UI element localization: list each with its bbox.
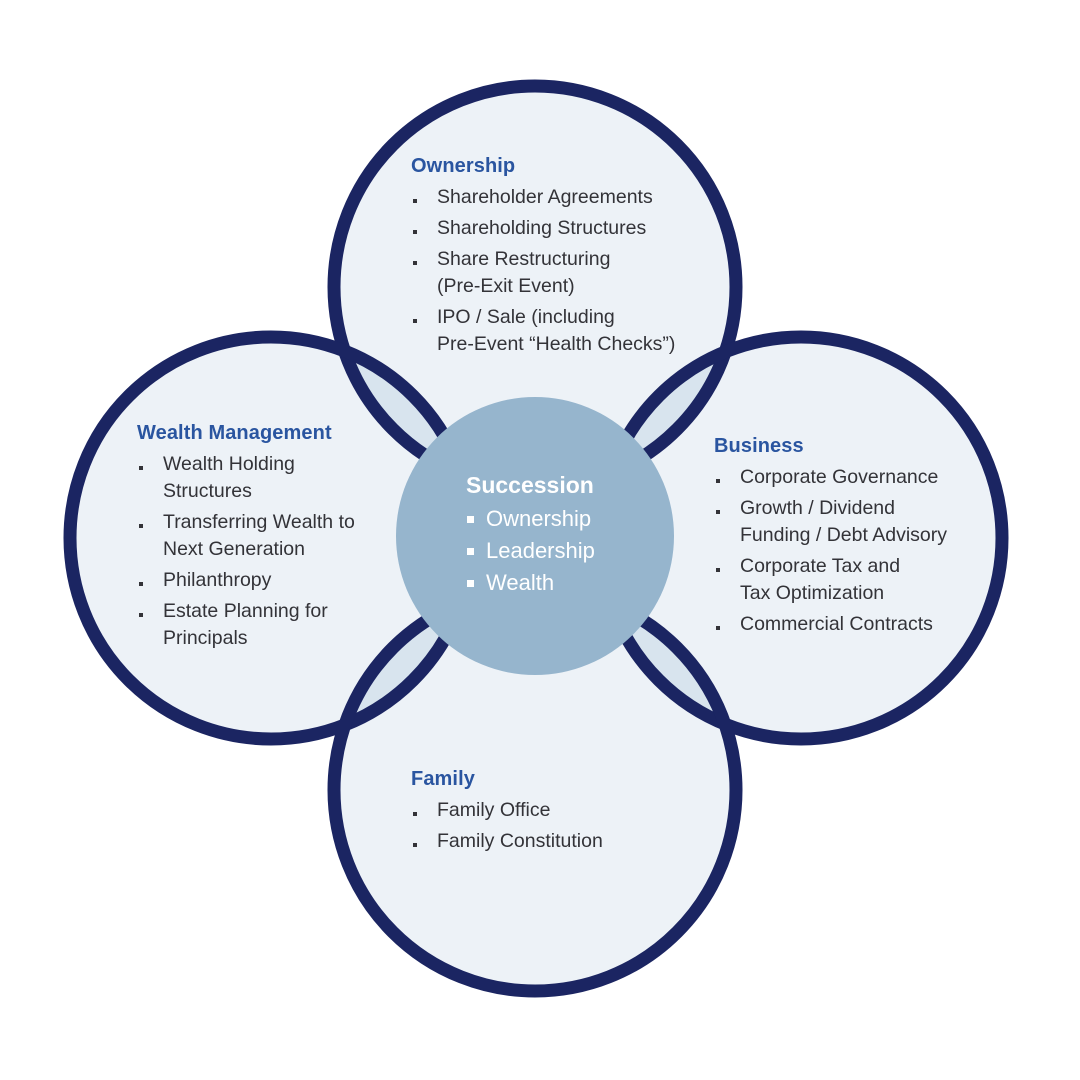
ownership-item: Share Restructuring (Pre-Exit Event) bbox=[411, 246, 711, 300]
ownership-list: Shareholder Agreements Shareholding Stru… bbox=[411, 184, 711, 358]
business-item: Commercial Contracts bbox=[714, 611, 984, 638]
business-list: Corporate Governance Growth / Dividend F… bbox=[714, 464, 984, 638]
succession-list: Ownership Leadership Wealth bbox=[466, 503, 666, 599]
family-circle bbox=[334, 589, 736, 991]
wealth-management-circle bbox=[70, 337, 472, 739]
succession-item-wealth: Wealth bbox=[466, 567, 666, 599]
wealth-management-item: Estate Planning for Principals bbox=[137, 598, 387, 652]
succession-item-leadership: Leadership bbox=[466, 535, 666, 567]
ownership-heading: Ownership bbox=[411, 155, 516, 177]
wealth-management-heading: Wealth Management bbox=[137, 422, 332, 444]
family-section: Family Family Office Family Constitution bbox=[411, 768, 671, 859]
wealth-management-item: Transferring Wealth to Next Generation bbox=[137, 509, 387, 563]
family-heading: Family bbox=[411, 768, 475, 790]
wealth-management-list: Wealth Holding Structures Transferring W… bbox=[137, 451, 387, 652]
business-item: Corporate Tax and Tax Optimization bbox=[714, 553, 984, 607]
business-item: Growth / Dividend Funding / Debt Advisor… bbox=[714, 495, 984, 549]
succession-title: Succession bbox=[466, 472, 594, 498]
succession-center-text: Succession Ownership Leadership Wealth bbox=[466, 472, 666, 599]
ownership-item: IPO / Sale (including Pre-Event “Health … bbox=[411, 304, 711, 358]
ownership-circle bbox=[334, 86, 736, 488]
ownership-section: Ownership Shareholder Agreements Shareho… bbox=[411, 155, 711, 362]
business-heading: Business bbox=[714, 435, 804, 457]
business-circle bbox=[600, 337, 1002, 739]
family-item: Family Constitution bbox=[411, 828, 671, 855]
family-list: Family Office Family Constitution bbox=[411, 797, 671, 855]
succession-item-ownership: Ownership bbox=[466, 503, 666, 535]
wealth-management-item: Wealth Holding Structures bbox=[137, 451, 387, 505]
ownership-item: Shareholding Structures bbox=[411, 215, 711, 242]
wealth-management-section: Wealth Management Wealth Holding Structu… bbox=[137, 422, 387, 656]
business-section: Business Corporate Governance Growth / D… bbox=[714, 435, 984, 642]
business-item: Corporate Governance bbox=[714, 464, 984, 491]
ownership-item: Shareholder Agreements bbox=[411, 184, 711, 211]
wealth-management-item: Philanthropy bbox=[137, 567, 387, 594]
family-item: Family Office bbox=[411, 797, 671, 824]
succession-center-circle bbox=[396, 397, 674, 675]
